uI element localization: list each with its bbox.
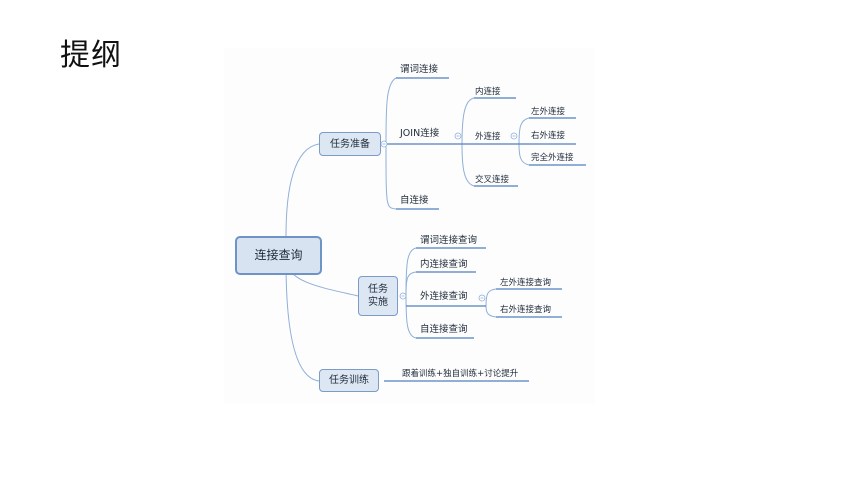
node-right-outer-join-query[interactable]: 右外连接查询: [500, 305, 552, 315]
node-predicate-join-query[interactable]: 谓词连接查询: [420, 235, 478, 246]
node-task-prep[interactable]: 任务准备: [319, 132, 381, 156]
node-outer-join-query[interactable]: 外连接查询: [420, 291, 468, 302]
node-cross-join[interactable]: 交叉连接: [475, 175, 510, 185]
node-join[interactable]: JOIN连接: [400, 128, 440, 139]
node-task-training[interactable]: 任务训练: [319, 369, 379, 392]
node-inner-join-query[interactable]: 内连接查询: [420, 259, 468, 270]
node-training-detail[interactable]: 跟着训练+独自训练+讨论提升: [402, 369, 519, 379]
mindmap-diagram: 连接查询 任务准备 任务 实施 任务训练 谓词连接 JOIN连接 自连接 内连接…: [224, 48, 595, 404]
node-inner-join[interactable]: 内连接: [475, 87, 501, 97]
connector-impl-outer-left: [485, 288, 497, 307]
connector-impl-inner: [405, 271, 417, 297]
node-self-join[interactable]: 自连接: [400, 195, 429, 206]
connector-prep-self: [385, 143, 397, 210]
connector-outer-full: [518, 143, 530, 166]
connector-impl-self: [405, 295, 417, 339]
node-predicate-join[interactable]: 谓词连接: [400, 64, 439, 75]
node-task-impl-line2: 实施: [368, 297, 388, 308]
connector-join-inner: [461, 97, 475, 145]
root-node[interactable]: 连接查询: [235, 236, 322, 275]
node-left-outer-join[interactable]: 左外连接: [531, 107, 566, 117]
node-outer-join[interactable]: 外连接: [475, 132, 501, 142]
connector-join-cross: [461, 143, 475, 187]
connector-prep-predicate: [385, 77, 397, 145]
mindmap-connectors: [285, 77, 586, 382]
slide-title: 提纲: [60, 38, 122, 73]
node-right-outer-join[interactable]: 右外连接: [531, 131, 566, 141]
connector-root-prep: [285, 143, 320, 237]
node-self-join-query[interactable]: 自连接查询: [420, 324, 468, 335]
connector-outer-left: [518, 117, 530, 145]
connector-root-training: [285, 261, 320, 382]
node-full-outer-join[interactable]: 完全外连接: [531, 153, 574, 163]
node-task-impl-line1: 任务: [368, 284, 388, 295]
node-task-impl[interactable]: 任务 实施: [358, 276, 398, 316]
connector-impl-outer-right: [485, 305, 497, 318]
node-left-outer-join-query[interactable]: 左外连接查询: [500, 278, 552, 288]
